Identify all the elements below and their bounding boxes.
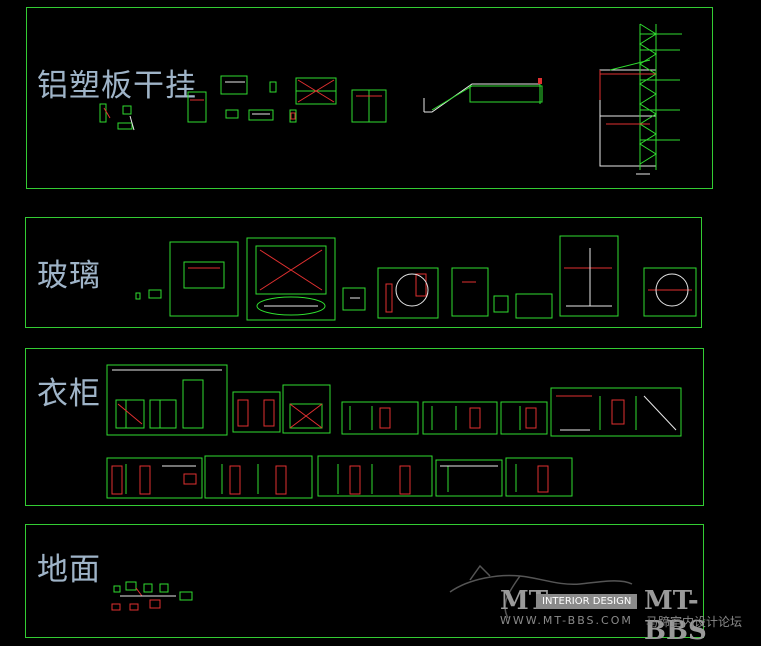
section-label-floor: 地面 [37, 552, 101, 588]
section-frame-glass [25, 217, 702, 328]
watermark-url: WWW.MT-BBS.COM [500, 614, 633, 627]
section-frame-aluminum [26, 7, 713, 189]
section-label-aluminum: 铝塑板干挂 [37, 68, 197, 104]
section-label-wardrobe: 衣柜 [37, 376, 101, 412]
section-label-glass: 玻璃 [37, 258, 101, 294]
watermark-forum-name: 马蹄室内设计论坛 [646, 615, 743, 629]
aluminum-detail-drawings [99, 23, 682, 175]
glass-detail-drawings [135, 235, 697, 321]
watermark-badge: INTERIOR DESIGN [536, 594, 638, 609]
floor-detail-drawings [111, 581, 193, 611]
section-frame-wardrobe [25, 348, 704, 506]
wardrobe-detail-drawings [106, 364, 682, 499]
horse-logo-icon [449, 564, 633, 619]
